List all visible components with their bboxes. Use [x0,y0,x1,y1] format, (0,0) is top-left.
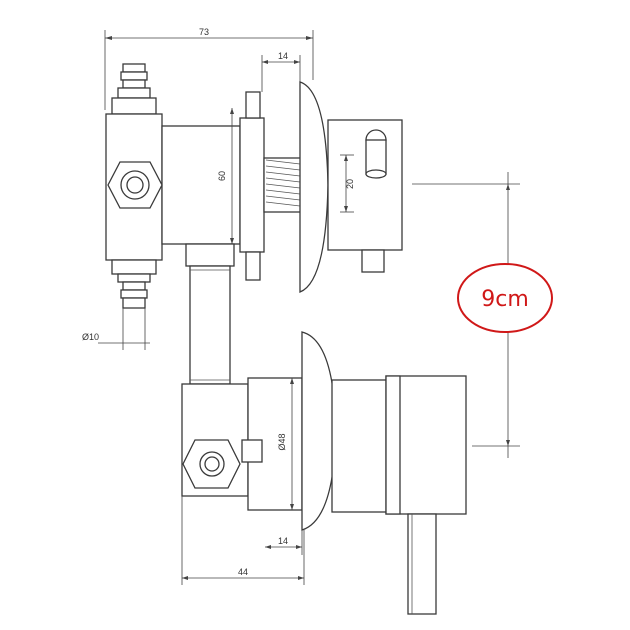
dimension-14-top: 14 [261,51,301,92]
dim-diameter-10-label: Ø10 [82,332,99,342]
callout-9cm: 9cm [457,263,553,333]
connecting-pipe [185,243,235,385]
dimension-44: 44 [181,496,305,585]
dimension-20: 20 [340,154,355,213]
dim-73-label: 73 [199,27,209,37]
dimension-diameter-10: Ø10 [82,308,150,350]
lower-diverter-body [181,331,467,615]
callout-label: 9cm [481,287,529,312]
upper-valve-body [105,63,403,309]
dim-14-bottom-label: 14 [278,536,288,546]
dimension-diameter-48: Ø48 [277,378,294,510]
dim-44-label: 44 [238,567,248,577]
dimension-14-bottom: 14 [265,530,303,555]
dim-diameter-48-label: Ø48 [277,433,287,450]
dim-20-label: 20 [345,179,355,189]
thread-pattern [265,159,301,207]
dim-60-label: 60 [217,171,227,181]
dimension-60: 60 [217,108,234,244]
dimension-73: 73 [104,27,314,110]
dim-14-top-label: 14 [278,51,288,61]
